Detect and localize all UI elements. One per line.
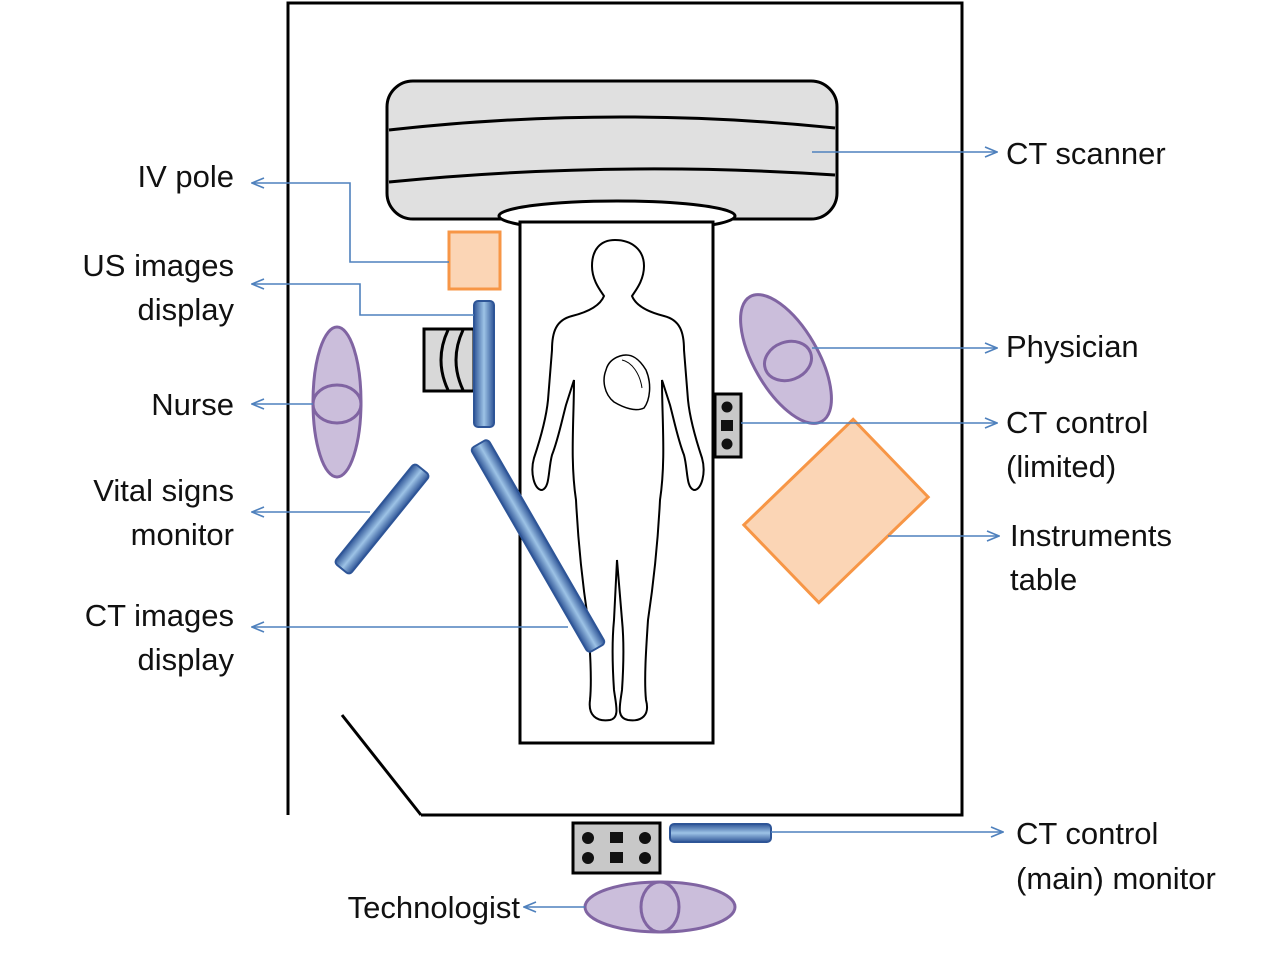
label-physician: Physician (1006, 329, 1139, 364)
ct-control-limited (713, 392, 743, 459)
label-instruments-table-line1: Instruments (1010, 518, 1172, 553)
vital-signs-monitor (334, 463, 430, 575)
label-vital-signs-line1: Vital signs (93, 473, 234, 508)
ct-images-display (470, 439, 606, 653)
us-images-display (473, 300, 495, 428)
ct-scanner (385, 79, 839, 233)
nurse-figure (311, 325, 363, 479)
label-ct-control-main-line2: (main) monitor (1016, 861, 1216, 896)
technologist-figure (583, 880, 737, 934)
arrow-iv-pole (252, 183, 449, 263)
us-probe (422, 327, 476, 393)
door-swing-line (340, 714, 423, 816)
heart-outline (603, 354, 651, 411)
room-outline (286, 1, 964, 817)
label-ct-control-limited-line2: (limited) (1006, 449, 1116, 484)
label-nurse: Nurse (151, 387, 234, 422)
label-technologist: Technologist (348, 890, 521, 925)
label-us-images-display-line2: display (138, 292, 235, 327)
label-vital-signs-line2: monitor (131, 517, 234, 552)
instruments-table (741, 417, 931, 605)
iv-pole (447, 230, 502, 291)
label-ct-images-display-line1: CT images (85, 598, 234, 633)
label-ct-control-main-line1: CT control (1016, 816, 1158, 851)
label-ct-control-limited-line1: CT control (1006, 405, 1148, 440)
ct-control-main (571, 821, 662, 875)
label-instruments-table-line2: table (1010, 562, 1077, 597)
leader-arrows (252, 152, 1003, 907)
label-ct-scanner: CT scanner (1006, 136, 1166, 171)
room-walls (286, 1, 964, 817)
label-iv-pole: IV pole (137, 159, 234, 194)
patient-body (531, 238, 705, 722)
physician-figure (739, 293, 833, 425)
label-us-images-display-line1: US images (82, 248, 234, 283)
ct-control-main-monitor (669, 823, 772, 843)
label-ct-images-display-line2: display (138, 642, 235, 677)
arrow-us-images-display (252, 284, 474, 316)
